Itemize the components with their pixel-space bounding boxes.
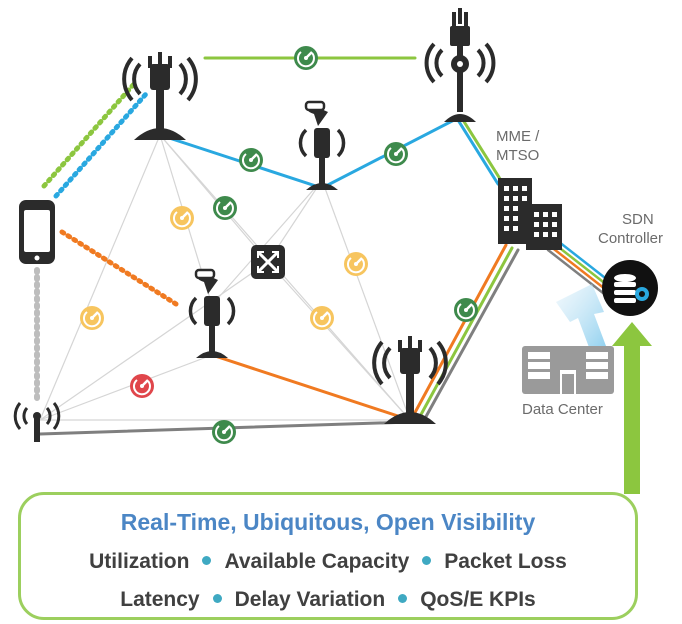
gauge-icon	[210, 418, 238, 446]
dotted-orange-link	[59, 229, 179, 307]
green-link-mme	[461, 118, 504, 184]
small-cell-icon	[188, 268, 236, 360]
kpi-row-1: Utilization Available Capacity Packet Loss	[21, 550, 635, 574]
data-center-label: Data Center	[522, 401, 603, 418]
gauge-icon	[308, 304, 336, 332]
blue-link-mme	[456, 118, 500, 186]
building-icon	[498, 178, 562, 250]
gauge-icon	[128, 372, 156, 400]
gauge-icon	[168, 204, 196, 232]
blue-link-top	[158, 116, 460, 190]
bullet-dot	[212, 594, 222, 603]
gauge-icon	[237, 146, 265, 174]
kpi-utilization: Utilization	[89, 550, 190, 573]
cell-tower-icon	[122, 50, 198, 142]
kpi-latency: Latency	[120, 588, 200, 611]
sdn-label: SDN	[622, 211, 654, 228]
gauge-icon	[211, 194, 239, 222]
kpi-available-capacity: Available Capacity	[224, 550, 410, 573]
dotted-blue-link	[53, 91, 149, 199]
cell-tower-icon	[424, 8, 496, 122]
panel-title: Real-Time, Ubiquitous, Open Visibility	[120, 509, 536, 535]
kpi-row-2: Latency Delay Variation QoS/E KPIs	[21, 588, 635, 612]
antenna-icon	[13, 402, 61, 442]
data-center-arrow	[556, 284, 606, 350]
sdn-link-gray	[546, 248, 614, 302]
bullet-dot	[202, 556, 212, 565]
kpi-delay-variation: Delay Variation	[234, 588, 386, 611]
orange-link	[210, 353, 412, 422]
bullet-dot	[422, 556, 432, 565]
bullet-dot	[398, 594, 408, 603]
sdn-controller-icon	[602, 260, 658, 316]
orange-link-mme	[410, 243, 508, 420]
smartphone-icon	[19, 200, 55, 264]
green-link-mme-low	[416, 246, 514, 422]
controller-label: Controller	[598, 230, 664, 247]
gauge-icon	[342, 250, 370, 278]
kpi-qos-kpis: QoS/E KPIs	[420, 588, 536, 611]
gauge-icon	[292, 44, 320, 72]
up-arrow	[612, 322, 652, 494]
kpi-packet-loss: Packet Loss	[444, 550, 567, 573]
gauge-icon	[452, 296, 480, 324]
mtso-label: MTSO	[496, 147, 540, 164]
mme-label: MME /	[496, 128, 540, 145]
gauge-icon	[382, 140, 410, 168]
gauge-icon	[78, 304, 106, 332]
visibility-panel: Real-Time, Ubiquitous, Open Visibility U…	[18, 492, 638, 620]
gray-link-mme	[421, 248, 520, 424]
data-center-icon	[522, 346, 614, 394]
mesh-links	[39, 134, 411, 421]
small-cell-icon	[298, 100, 346, 192]
dotted-green-link	[41, 81, 137, 189]
router-icon	[251, 245, 285, 279]
